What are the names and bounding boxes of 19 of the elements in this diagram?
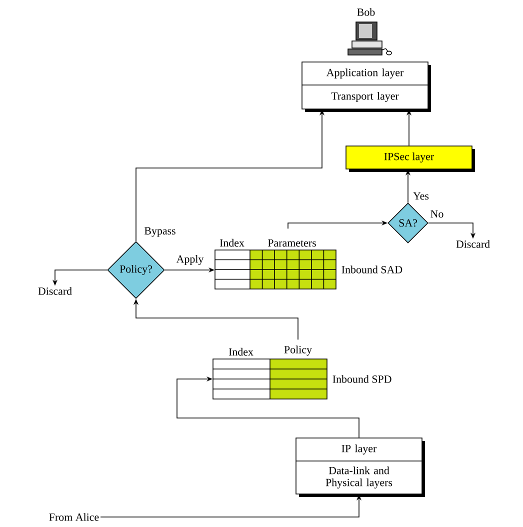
database-table: Index Policy Inbound SPD [212,346,392,400]
flow-label: Discard [38,287,72,295]
edge-label: Apply [176,255,204,265]
edge-label: No [430,210,444,218]
flow-label: From Alice [49,513,99,521]
node-label: Inbound SAD [342,266,402,274]
person-label: Bob [357,8,375,16]
layer-stack-box: IP layer Data-link and Physical layers [296,438,425,497]
node-label: Inbound SPD [332,375,392,383]
edge-label: Bypass [144,227,176,237]
node-label: Parameters [268,239,316,247]
layer-stack-box: Application layer Transport layer [302,62,431,112]
layer-box: IPSec layer [346,146,475,172]
node-label: Index [228,348,254,356]
edge-label: Yes [413,192,429,200]
node-label: Index [220,238,244,247]
flow-label: Discard [456,240,490,248]
arrow [176,376,360,438]
node-label: Policy [284,346,312,356]
